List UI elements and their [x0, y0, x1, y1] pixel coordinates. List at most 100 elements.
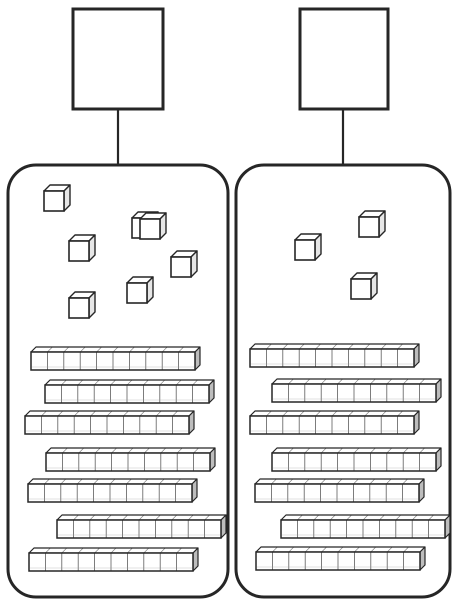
ten-rod	[45, 447, 216, 472]
rod-top-divider	[395, 514, 402, 521]
rod-top-divider	[159, 379, 166, 386]
rod-top-divider	[320, 478, 326, 485]
ten-rod	[271, 447, 442, 472]
rod-top-divider	[57, 410, 64, 417]
ten-rod	[249, 410, 420, 435]
rod-top-divider	[204, 514, 210, 521]
ones-cube	[350, 272, 378, 300]
rod-top-divider	[346, 514, 352, 521]
rod-top-divider	[126, 478, 132, 485]
rod-top-divider	[411, 514, 418, 521]
rod-top-divider	[287, 478, 294, 485]
ten-rod	[56, 514, 227, 539]
answer-box-left[interactable]	[71, 7, 165, 111]
cube-front-face	[126, 282, 148, 304]
rod-top-divider	[331, 343, 338, 350]
rod-top-divider	[160, 447, 167, 454]
rod-top-divider	[362, 514, 369, 521]
rod-top-divider	[397, 410, 403, 417]
rod-top-divider	[193, 447, 199, 454]
ones-cube	[294, 233, 322, 261]
rod-top-divider	[77, 379, 84, 386]
rod-top-divider	[161, 346, 168, 353]
rod-top-divider	[304, 546, 311, 553]
rod-top-divider	[315, 343, 321, 350]
rod-top-divider	[282, 410, 289, 417]
answer-box-right[interactable]	[298, 7, 390, 111]
rod-top-divider	[192, 379, 198, 386]
rod-top-divider	[127, 447, 134, 454]
rod-top-divider	[380, 343, 387, 350]
ones-cube	[126, 276, 154, 304]
rod-top-divider	[272, 546, 278, 553]
rod-top-divider	[159, 547, 166, 554]
rod-top-divider	[105, 514, 112, 521]
rod-top-divider	[288, 378, 294, 385]
rod-top-divider	[297, 514, 303, 521]
rod-top-divider	[126, 379, 133, 386]
ones-cube	[68, 234, 96, 262]
rod-top-divider	[364, 343, 371, 350]
rod-top-divider	[313, 514, 320, 521]
rod-top-divider	[111, 447, 117, 454]
rod-top-divider	[353, 447, 360, 454]
rod-top-divider	[123, 410, 129, 417]
cube-front-face	[358, 216, 380, 238]
rod-top-divider	[94, 447, 101, 454]
ones-cube	[139, 212, 167, 240]
rod-top-divider	[428, 514, 434, 521]
rod-top-divider	[106, 410, 113, 417]
panel-left	[6, 7, 230, 599]
rod-top-divider	[77, 547, 84, 554]
cube-front-face	[43, 190, 65, 212]
rod-top-divider	[127, 547, 133, 554]
rod-top-divider	[386, 546, 393, 553]
rod-top-divider	[142, 478, 149, 485]
rod-top-divider	[298, 343, 305, 350]
rod-top-divider	[370, 546, 377, 553]
rod-top-divider	[266, 410, 272, 417]
rod-top-divider	[282, 343, 289, 350]
rod-top-divider	[176, 547, 182, 554]
panel-right	[234, 7, 452, 599]
rod-top-divider	[41, 410, 47, 417]
rod-top-divider	[403, 546, 409, 553]
rod-top-divider	[348, 410, 354, 417]
rod-top-divider	[354, 546, 360, 553]
cube-front-face	[68, 240, 90, 262]
rod-top-divider	[380, 410, 387, 417]
rod-top-divider	[303, 478, 310, 485]
cube-front-face	[170, 256, 192, 278]
rod-top-divider	[62, 447, 68, 454]
rod-top-divider	[110, 379, 116, 386]
rod-top-divider	[337, 378, 343, 385]
ten-rod	[255, 546, 426, 571]
rod-top-divider	[63, 346, 70, 353]
ones-cube	[358, 210, 386, 238]
rod-top-divider	[370, 378, 376, 385]
rod-top-divider	[337, 447, 343, 454]
rod-top-divider	[47, 346, 53, 353]
rod-top-divider	[112, 346, 119, 353]
blocks-container	[234, 163, 452, 599]
rod-top-divider	[369, 478, 376, 485]
rod-top-divider	[320, 378, 327, 385]
rod-top-divider	[386, 447, 393, 454]
rod-top-divider	[402, 447, 409, 454]
ten-rod	[28, 547, 199, 572]
rod-top-divider	[171, 514, 178, 521]
rod-top-divider	[45, 547, 51, 554]
ten-rod	[254, 478, 425, 503]
rod-top-divider	[298, 410, 305, 417]
ones-cube	[68, 291, 96, 319]
rod-top-divider	[79, 346, 86, 353]
rod-top-divider	[320, 447, 327, 454]
rod-top-divider	[386, 378, 393, 385]
rod-top-divider	[402, 478, 408, 485]
rod-top-divider	[61, 379, 67, 386]
rod-top-divider	[315, 410, 321, 417]
rod-top-divider	[139, 410, 146, 417]
ten-rod	[249, 343, 420, 368]
rod-top-divider	[61, 547, 68, 554]
blocks-container	[6, 163, 230, 599]
